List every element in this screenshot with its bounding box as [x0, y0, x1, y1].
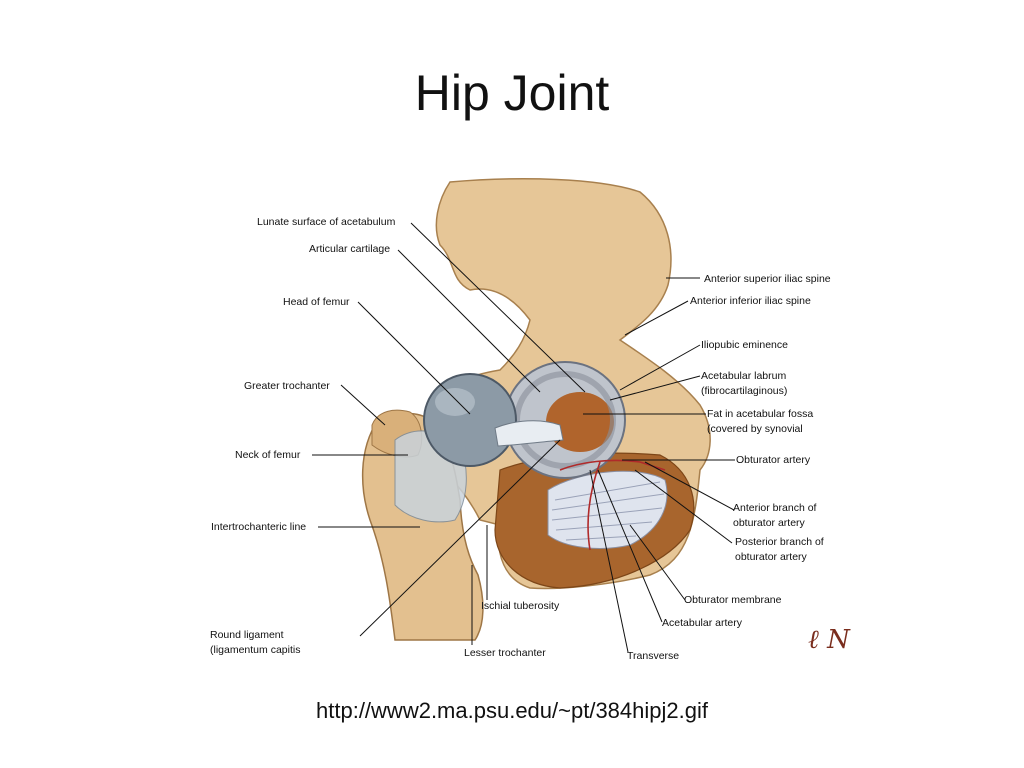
artery-vessels	[559, 459, 666, 551]
label-articular-cartilage: Articular cartilage	[309, 243, 390, 255]
label-round-ligament-line1: Round ligament	[210, 629, 284, 641]
artist-signature: ℓ Ν	[808, 625, 851, 655]
label-intertrochanteric-line: Intertrochanteric line	[211, 521, 306, 533]
label-transverse: Transverse	[627, 650, 679, 662]
label-fat-fossa-line1: Fat in acetabular fossa	[707, 408, 813, 420]
label-anterior-branch-line1: Anterior branch of	[733, 502, 817, 514]
label-acetabular-labrum-line1: Acetabular labrum	[701, 370, 786, 382]
round-ligament-shape	[494, 420, 564, 447]
label-obturator-artery: Obturator artery	[736, 454, 811, 466]
label-acetabular-artery: Acetabular artery	[662, 617, 743, 629]
label-round-ligament-line2: (ligamentum capitis	[210, 644, 300, 656]
femoral-head	[423, 373, 517, 467]
acetabular-fossa-fat	[546, 392, 614, 452]
label-posterior-branch-line1: Posterior branch of	[735, 536, 824, 548]
label-anterior-superior-iliac-spine: Anterior superior iliac spine	[704, 273, 831, 285]
label-lunate-surface: Lunate surface of acetabulum	[257, 216, 396, 228]
illustration-panel: ℓ Ν	[361, 178, 851, 655]
label-fat-fossa-line2: (covered by synovial	[707, 423, 803, 435]
label-greater-trochanter: Greater trochanter	[244, 380, 330, 392]
obturator-membrane-shape	[547, 470, 668, 549]
anatomy-labels: Lunate surface of acetabulum Articular c…	[210, 216, 831, 662]
label-neck-of-femur: Neck of femur	[235, 449, 301, 461]
label-lesser-trochanter: Lesser trochanter	[464, 647, 546, 659]
source-url: http://www2.ma.psu.edu/~pt/384hipj2.gif	[316, 698, 708, 723]
femoral-head-highlight	[435, 388, 475, 416]
label-acetabular-labrum-line2: (fibrocartilaginous)	[701, 385, 787, 397]
label-posterior-branch-line2: obturator artery	[735, 551, 808, 563]
obturator-membrane-fibers	[551, 481, 665, 541]
label-anterior-inferior-iliac-spine: Anterior inferior iliac spine	[690, 295, 811, 307]
slide-title: Hip Joint	[414, 65, 610, 121]
label-head-of-femur: Head of femur	[283, 296, 350, 308]
label-anterior-branch-line2: obturator artery	[733, 517, 806, 529]
label-iliopubic-eminence: Iliopubic eminence	[701, 339, 788, 351]
label-ischial-tuberosity: Ischial tuberosity	[481, 600, 560, 612]
label-obturator-membrane: Obturator membrane	[684, 594, 782, 606]
leader-lines	[312, 222, 735, 653]
